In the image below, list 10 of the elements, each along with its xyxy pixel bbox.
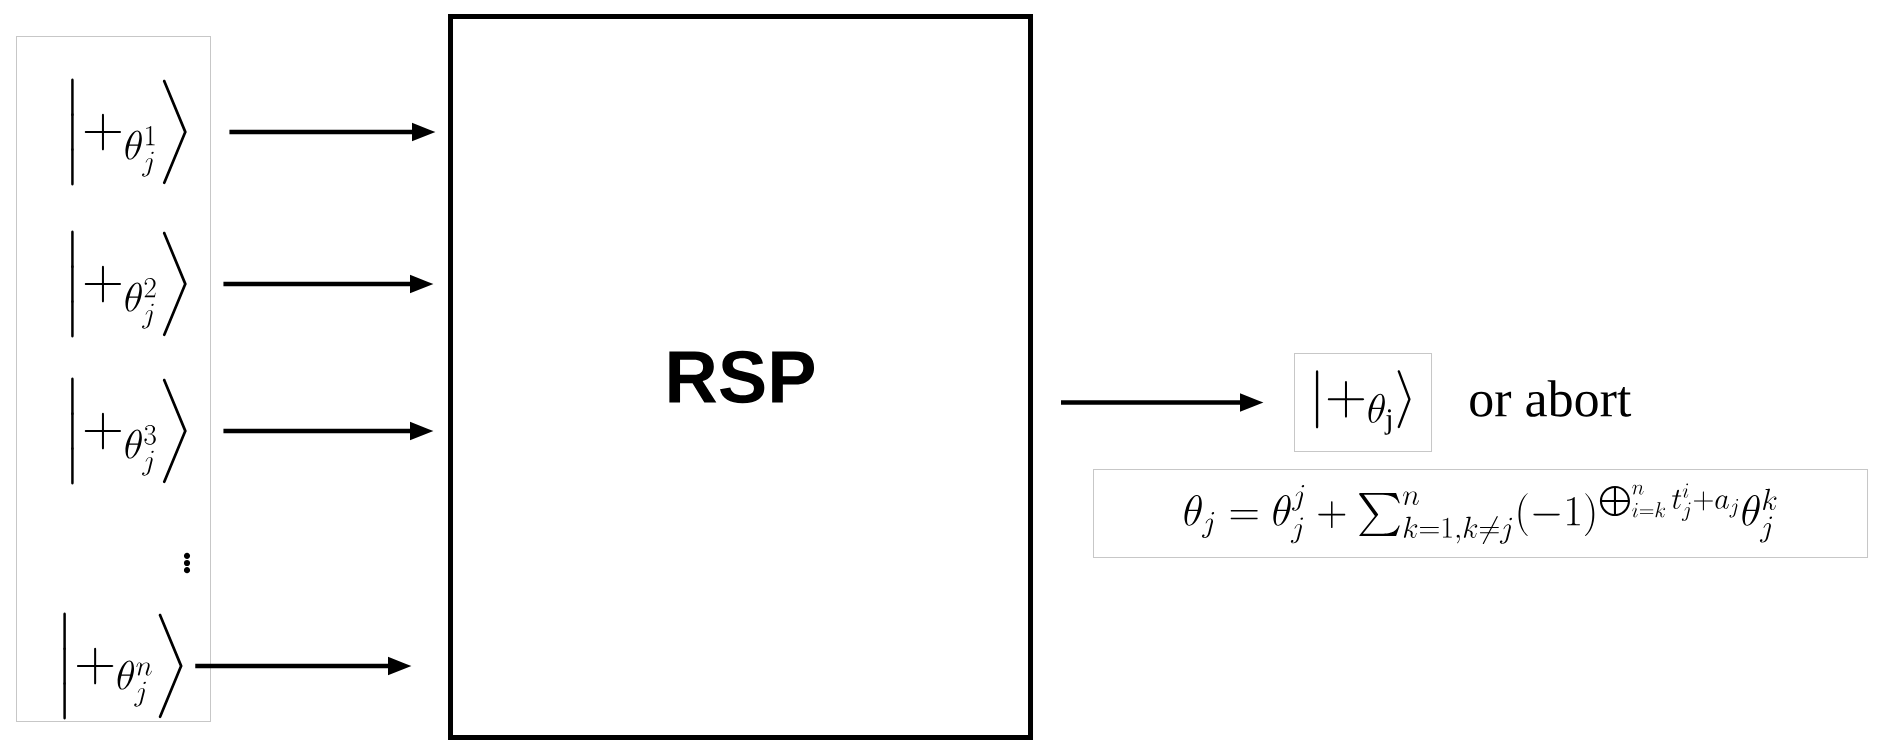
ket-formula: $\left|+_{\theta_j^2}\right\rangle$ [71, 230, 187, 338]
ket-formula: $\left|+_{\theta_j^n}\right\rangle$ [63, 612, 183, 720]
formula-box: $\theta_j = \theta_j^j + \sum_{k=1,k\neq j}^{n} (-1)^{\bigoplus_{i=k}^{n} t_j^i + a_j} \theta_j^k$ [1093, 469, 1868, 558]
caption-text: or abort [1470, 380, 1632, 417]
output-box: $|+_{\theta_\mathrm{j}}\rangle$ [1294, 353, 1432, 452]
panel-box [16, 36, 211, 722]
ket-formula: $\left|+_{\theta_j^3}\right\rangle$ [71, 377, 187, 485]
vertical-ellipsis: $\vdots$ [183, 552, 191, 574]
process-box: RSP [448, 14, 1033, 740]
ket-formula: $\left|+_{\theta_j^1}\right\rangle$ [71, 78, 187, 186]
